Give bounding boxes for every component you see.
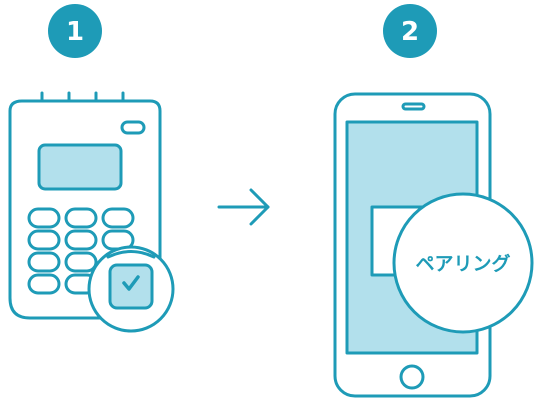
step-2-badge: 2 [383,4,437,58]
pairing-label: ペアリング [415,252,510,275]
right-arrow-icon [217,188,270,226]
step-1-badge: 1 [48,4,102,58]
pairing-badge: ペアリング [392,192,534,334]
step-2-number: 2 [401,17,419,47]
power-button-check-icon [87,245,175,333]
step-1-number: 1 [66,17,84,47]
